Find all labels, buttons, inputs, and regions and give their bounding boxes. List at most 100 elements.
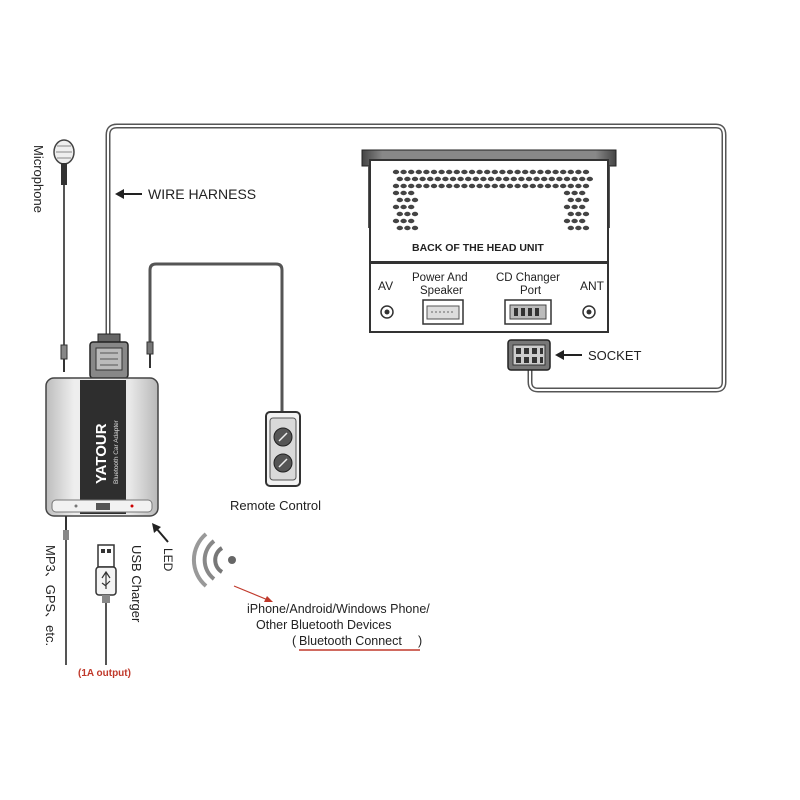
vent-hole xyxy=(396,176,403,182)
vent-hole xyxy=(503,176,510,182)
usb-output-note: (1A output) xyxy=(78,668,131,679)
head-unit-vents xyxy=(392,169,593,231)
vent-hole xyxy=(567,169,574,175)
remote-cable xyxy=(148,262,284,412)
av-label: AV xyxy=(378,279,393,293)
vent-hole xyxy=(491,183,498,189)
vent-hole xyxy=(404,176,411,182)
vent-hole xyxy=(438,183,445,189)
vent-hole xyxy=(392,190,400,196)
vent-hole xyxy=(563,190,571,196)
vent-hole xyxy=(453,169,460,175)
vent-hole xyxy=(514,169,521,175)
vent-hole xyxy=(571,190,578,196)
vent-hole xyxy=(571,218,578,224)
vent-hole xyxy=(495,176,502,182)
vent-hole xyxy=(563,204,571,210)
vent-hole xyxy=(514,183,521,189)
vent-hole xyxy=(408,169,415,175)
vent-hole xyxy=(396,225,403,231)
microphone-label: Microphone xyxy=(31,145,46,213)
vent-hole xyxy=(411,225,419,231)
vent-hole xyxy=(579,190,586,196)
vent-hole xyxy=(575,197,582,203)
phones-line2: Other Bluetooth Devices xyxy=(256,618,392,632)
vent-hole xyxy=(506,183,514,189)
vent-hole xyxy=(423,183,430,189)
vent-hole xyxy=(563,218,571,224)
vent-hole xyxy=(415,169,422,175)
vent-hole xyxy=(480,176,487,182)
usb-charger-label: USB Charger xyxy=(129,545,144,623)
bt-paren-open: ( xyxy=(292,634,297,648)
vent-hole xyxy=(392,218,400,224)
vent-hole xyxy=(541,176,548,182)
vent-hole xyxy=(465,176,472,182)
vent-hole xyxy=(571,176,578,182)
vent-hole xyxy=(400,218,407,224)
vent-hole xyxy=(411,197,419,203)
vent-hole xyxy=(548,176,555,182)
vent-hole xyxy=(408,204,415,210)
vent-hole xyxy=(415,183,422,189)
vent-hole xyxy=(560,183,567,189)
vent-hole xyxy=(582,197,590,203)
red-pointer-arrow xyxy=(233,585,273,602)
vent-hole xyxy=(575,211,582,217)
vent-hole xyxy=(392,183,400,189)
microphone-icon xyxy=(53,139,75,372)
cd-changer-port xyxy=(504,299,552,325)
harness-connector xyxy=(89,333,129,379)
vent-hole xyxy=(525,176,533,182)
vent-hole xyxy=(544,169,552,175)
vent-hole xyxy=(442,176,449,182)
vent-hole xyxy=(457,176,464,182)
vent-hole xyxy=(552,169,559,175)
vent-hole xyxy=(408,218,415,224)
vent-hole xyxy=(529,169,536,175)
vent-hole xyxy=(529,183,536,189)
vent-hole xyxy=(567,197,574,203)
vent-hole xyxy=(567,225,574,231)
vent-hole xyxy=(411,176,419,182)
vent-hole xyxy=(586,176,593,182)
phones-line1: iPhone/Android/Windows Phone/ xyxy=(247,602,430,616)
wire-harness-label: WIRE HARNESS xyxy=(148,186,256,202)
vent-hole xyxy=(400,183,407,189)
vent-hole xyxy=(453,183,460,189)
device-subtitle: Bluetooth Car Adapter xyxy=(113,419,120,484)
vent-hole xyxy=(499,183,506,189)
vent-hole xyxy=(537,169,544,175)
vent-hole xyxy=(582,211,590,217)
wireless-signal-icon xyxy=(191,532,236,588)
led-label: LED xyxy=(161,548,175,572)
aux-cable xyxy=(63,516,69,665)
vent-hole xyxy=(522,169,529,175)
vent-hole xyxy=(400,190,407,196)
vent-hole xyxy=(579,218,586,224)
head-unit xyxy=(361,149,617,333)
ant-label: ANT xyxy=(580,279,605,293)
vent-hole xyxy=(392,204,400,210)
usb-plug-icon xyxy=(95,544,117,665)
vent-hole xyxy=(582,169,590,175)
vent-hole xyxy=(434,176,441,182)
head-unit-title: BACK OF THE HEAD UNIT xyxy=(412,242,544,254)
vent-hole xyxy=(552,183,559,189)
power-speaker-label-1: Power And xyxy=(412,272,468,284)
vent-hole xyxy=(522,183,529,189)
arrow-left-icon xyxy=(115,189,142,199)
brand-logo: YATOUR xyxy=(93,423,110,484)
vent-hole xyxy=(446,183,453,189)
vent-hole xyxy=(427,176,434,182)
vent-hole xyxy=(484,169,491,175)
vent-hole xyxy=(537,183,544,189)
vent-hole xyxy=(582,225,590,231)
bt-paren-close: ) xyxy=(418,634,422,648)
vent-hole xyxy=(579,204,586,210)
vent-hole xyxy=(400,204,407,210)
vent-hole xyxy=(544,183,552,189)
vent-hole xyxy=(430,169,438,175)
power-speaker-port xyxy=(422,299,464,325)
